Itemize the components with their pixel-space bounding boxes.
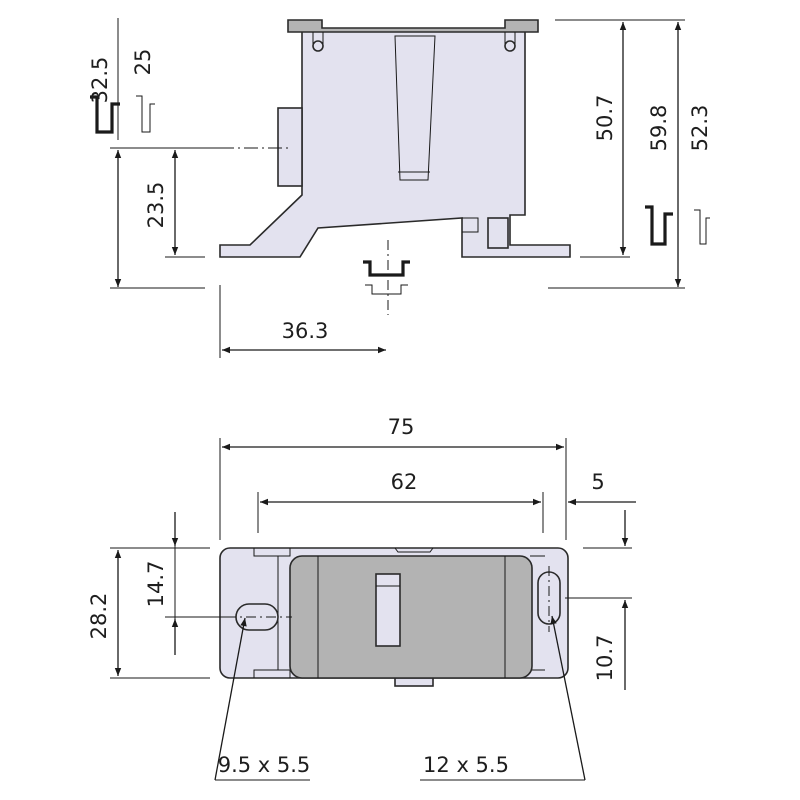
housing-side — [219, 29, 571, 258]
dim-5: 5 — [591, 470, 604, 494]
dim-14-7: 14.7 — [144, 561, 168, 608]
module-window — [375, 573, 401, 647]
right-slot-label: 12 x 5.5 — [423, 753, 509, 777]
dim-62: 62 — [391, 470, 418, 494]
side-bracket — [277, 107, 303, 187]
right-hook — [504, 40, 516, 52]
dim-23-5: 23.5 — [144, 182, 168, 229]
left-slot-label: 9.5 x 5.5 — [218, 753, 311, 777]
rail-symbol-bottom — [363, 260, 410, 277]
dim-28-2: 28.2 — [87, 593, 111, 640]
dim-32-5: 32.5 — [88, 57, 112, 104]
dim-25: 25 — [131, 49, 155, 76]
dim-36-3: 36.3 — [282, 319, 329, 343]
dim-52-3: 52.3 — [688, 105, 712, 152]
dim-10-7: 10.7 — [593, 635, 617, 682]
dim-50-7: 50.7 — [593, 95, 617, 142]
side-view: 32.5 25 23.5 50.7 59.8 52.3 36.3 — [88, 18, 712, 358]
foot-block — [487, 217, 509, 249]
rail-symbol-right — [645, 205, 673, 246]
rail-symbol-left — [90, 95, 120, 134]
top-view: 75 62 5 28.2 14.7 10.7 9.5 x 5.5 12 x 5.… — [87, 415, 636, 781]
dim-59-8: 59.8 — [647, 105, 671, 152]
center-slot — [394, 35, 436, 181]
left-hook — [312, 40, 324, 52]
slot-right — [537, 571, 561, 625]
module-top — [289, 555, 533, 679]
top-cap — [287, 19, 539, 33]
dim-75: 75 — [388, 415, 415, 439]
